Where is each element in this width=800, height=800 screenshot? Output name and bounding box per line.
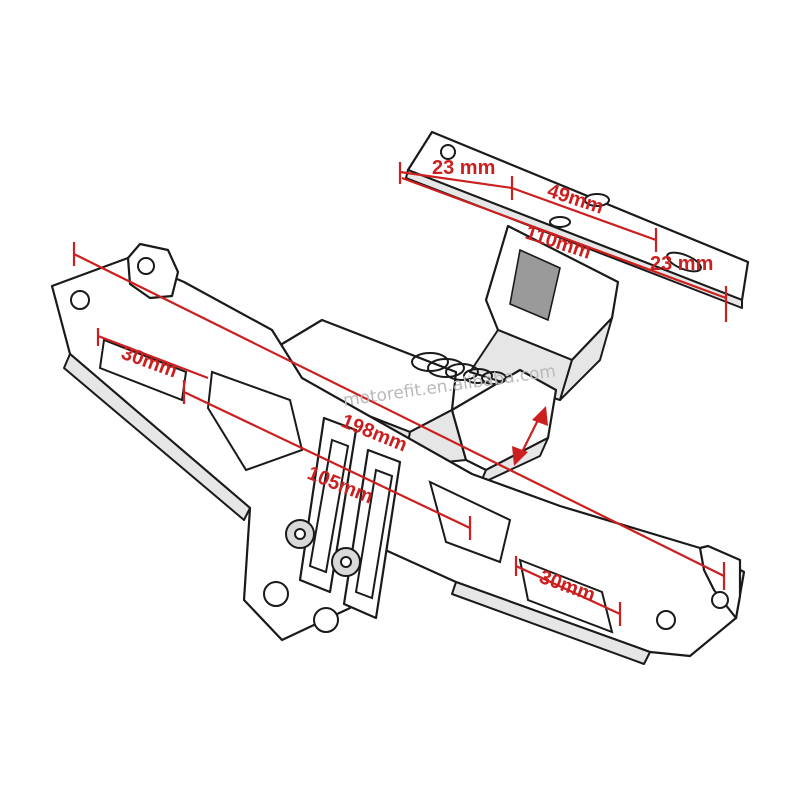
hex-bolt-icon bbox=[285, 519, 315, 549]
center-stem bbox=[469, 224, 620, 401]
dimension-lines bbox=[72, 162, 728, 626]
dim-label-top-left-23: 23 mm bbox=[432, 157, 495, 179]
main-arm bbox=[50, 242, 746, 665]
double-arrow-icon bbox=[512, 406, 548, 466]
wire-coil bbox=[411, 352, 507, 385]
hex-bolt-icon bbox=[331, 547, 361, 577]
dim-label-top-right-23: 23 mm bbox=[650, 253, 713, 275]
top-mounting-plate bbox=[405, 130, 750, 309]
